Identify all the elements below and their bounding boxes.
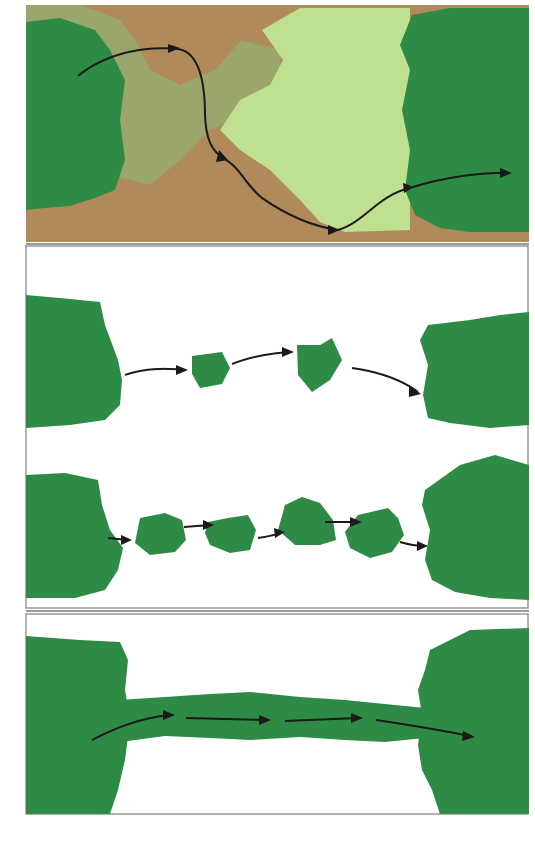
habitat-patch-right-1 bbox=[400, 8, 529, 232]
panel-stepping-stones bbox=[26, 246, 529, 608]
habitat-patch-right-3 bbox=[418, 628, 529, 814]
panel-linear-corridor bbox=[26, 614, 529, 814]
habitat-patch-right-2a bbox=[420, 312, 529, 428]
habitat-patch-left-3 bbox=[26, 636, 130, 814]
panel-matrix-landscape bbox=[26, 5, 529, 242]
